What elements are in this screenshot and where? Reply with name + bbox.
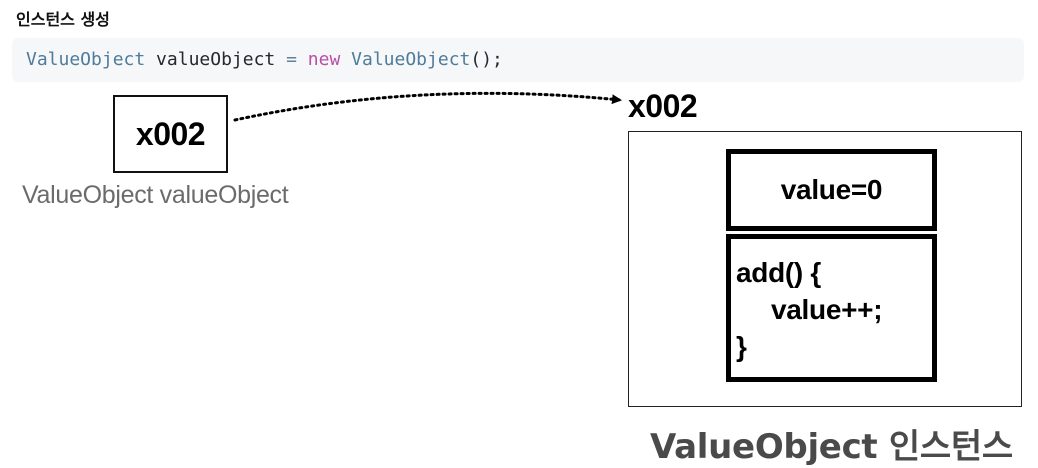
section-heading: 인스턴스 생성 (16, 10, 110, 29)
code-operator-token: = (286, 49, 297, 70)
method-line-1: add() { (736, 257, 822, 288)
reference-address: x002 (135, 115, 206, 152)
code-variable-token: valueObject (145, 49, 287, 70)
method-line-3: } (736, 331, 747, 362)
instance-box: value=0 add() { value++; } (628, 131, 1022, 407)
code-punctuation-token: (); (470, 49, 503, 70)
reference-variable-box: x002 (113, 95, 228, 173)
instance-address-label: x002 (628, 88, 698, 124)
instance-label: ValueObject 인스턴스 (650, 427, 1013, 467)
method-line-2: value++; (771, 294, 883, 325)
code-line: ValueObject valueObject = new ValueObjec… (26, 49, 503, 70)
code-block: ValueObject valueObject = new ValueObjec… (12, 38, 1024, 82)
method-box: add() { value++; } (726, 234, 937, 382)
arrow-path (233, 91, 622, 122)
code-type-token: ValueObject (26, 49, 146, 70)
code-keyword-token: new (307, 49, 341, 70)
field-box: value=0 (726, 149, 937, 231)
reference-variable-label: ValueObject valueObject (22, 181, 289, 209)
code-constructor-token: ValueObject (351, 49, 471, 70)
field-text: value=0 (780, 174, 883, 205)
